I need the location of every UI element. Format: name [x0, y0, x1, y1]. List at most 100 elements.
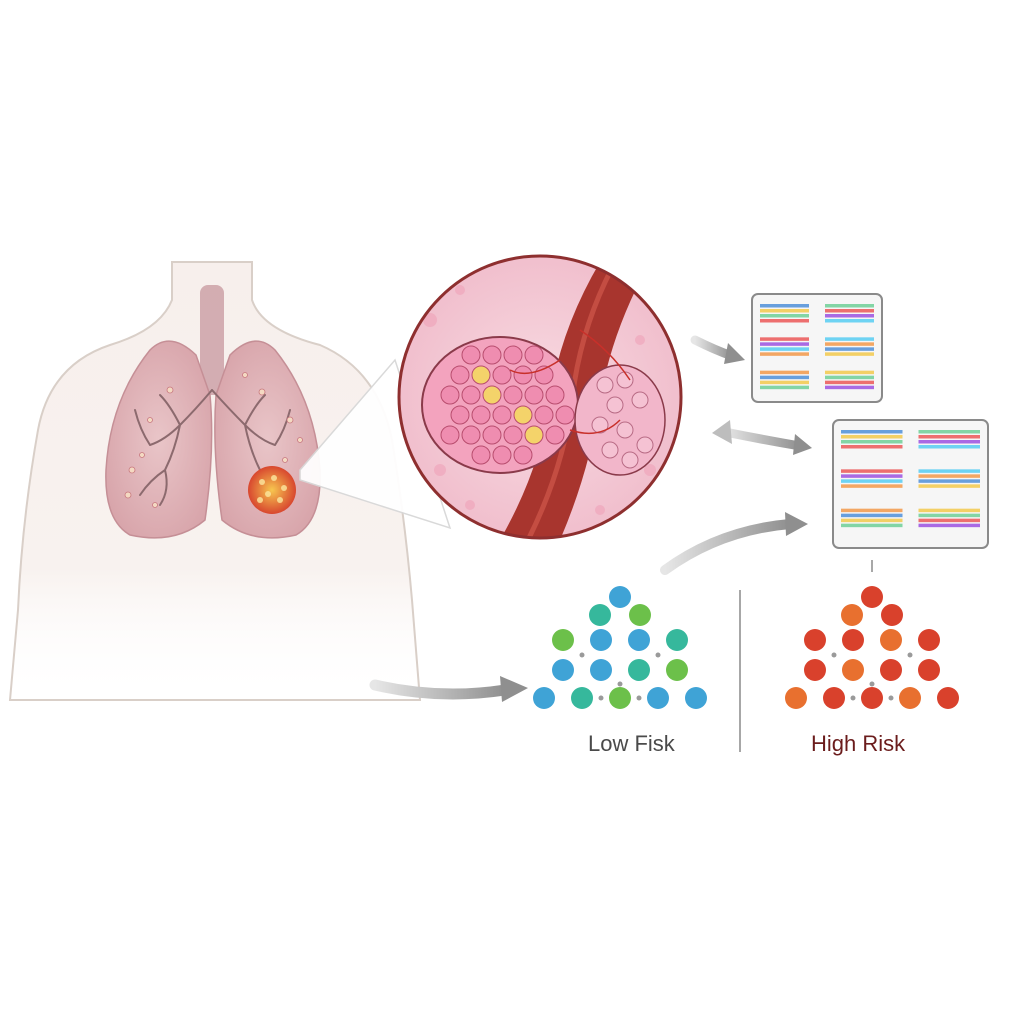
risk-cell	[647, 687, 669, 709]
panel-data-strip	[825, 337, 874, 341]
data-panel-small	[751, 293, 883, 403]
side-cell	[621, 451, 639, 469]
risk-cell	[899, 687, 921, 709]
panel-data-strip	[760, 314, 809, 318]
tumor-cell	[482, 385, 502, 405]
risk-cell	[609, 586, 631, 608]
tumor-cell	[471, 365, 491, 385]
panel-data-strip	[841, 430, 903, 434]
panel-data-strip	[918, 435, 980, 439]
magnification-pointer	[299, 358, 452, 530]
risk-cell	[533, 687, 555, 709]
panel-data-strip	[760, 342, 809, 346]
risk-cell	[629, 604, 651, 626]
panel-data-strip	[760, 375, 809, 380]
panel-data-strip	[918, 474, 980, 478]
panel-data-strip	[760, 370, 809, 375]
side-cell	[596, 376, 614, 394]
risk-cell	[609, 687, 631, 709]
panel-data-strip	[760, 385, 809, 390]
side-cell-cluster	[591, 371, 654, 469]
low-risk-cell-cluster	[533, 586, 707, 709]
side-cell	[601, 441, 619, 459]
panel-data-strip	[825, 347, 874, 351]
risk-cell	[628, 659, 650, 681]
panel-data-strip	[825, 380, 874, 385]
low-risk-label: Low Fisk	[588, 731, 675, 756]
panel-data-strip	[825, 385, 874, 390]
arrow-to-cells	[369, 679, 511, 700]
risk-cell	[804, 659, 826, 681]
risk-cell	[937, 687, 959, 709]
panel-data-strip	[918, 469, 980, 473]
tumor-cell	[482, 425, 502, 445]
risk-cell	[685, 687, 707, 709]
panel-data-strip	[825, 304, 874, 308]
tumor-cell	[492, 365, 512, 385]
risk-cell	[666, 629, 688, 651]
data-panel-icon	[751, 293, 989, 549]
panel-data-strip	[918, 445, 980, 449]
tumor-cell	[492, 405, 512, 425]
tumor-cell	[492, 445, 512, 465]
interstitial-dot	[831, 652, 837, 658]
risk-cell	[590, 629, 612, 651]
side-cell	[636, 436, 654, 454]
risk-cell	[571, 687, 593, 709]
interstitial-dot	[869, 681, 875, 687]
panel-data-strip	[841, 518, 903, 523]
risk-cell	[552, 629, 574, 651]
risk-cell	[823, 687, 845, 709]
high-risk-label: High Risk	[811, 731, 906, 756]
risk-cell	[628, 629, 650, 651]
tumor-cell	[482, 345, 502, 365]
side-cell	[591, 416, 609, 434]
interstitial-dot	[636, 695, 642, 701]
panel-data-strip	[918, 479, 980, 483]
risk-cell	[842, 629, 864, 651]
tumor-cell	[461, 425, 481, 445]
interstitial-dot	[617, 681, 623, 687]
risk-cell	[880, 629, 902, 651]
tumor-cell	[545, 385, 565, 405]
risk-cell	[590, 659, 612, 681]
risk-cell	[552, 659, 574, 681]
tumor-cell	[513, 365, 533, 385]
panel-data-strip	[825, 309, 874, 313]
tumor-cell	[461, 345, 481, 365]
side-cell	[616, 421, 634, 439]
risk-cell	[880, 659, 902, 681]
side-cell	[616, 371, 634, 389]
panel-data-strip	[825, 319, 874, 323]
risk-cell	[861, 586, 883, 608]
tumor-cell	[534, 405, 554, 425]
panel-data-strip	[918, 513, 980, 518]
tumor-cell	[513, 445, 533, 465]
risk-cell	[589, 604, 611, 626]
panel-data-strip	[841, 440, 903, 444]
panel-data-strip	[841, 435, 903, 439]
panel-data-strip	[825, 375, 874, 380]
panel-data-strip	[918, 484, 980, 488]
risk-cell	[785, 687, 807, 709]
panel-data-strip	[825, 314, 874, 318]
interstitial-dot	[655, 652, 661, 658]
panel-data-strip	[918, 508, 980, 513]
data-panel-large	[832, 419, 989, 549]
panel-data-strip	[825, 352, 874, 356]
tumor-cell	[503, 345, 523, 365]
tumor-cell	[513, 405, 533, 425]
panel-data-strip	[841, 523, 903, 528]
tumor-cell	[471, 445, 491, 465]
interstitial-dot	[888, 695, 894, 701]
panel-data-strip	[918, 430, 980, 434]
tumor-cell	[471, 405, 491, 425]
tissue-magnification-icon	[397, 254, 683, 540]
panel-data-strip	[760, 337, 809, 341]
tumor-cell	[503, 385, 523, 405]
risk-cell	[841, 604, 863, 626]
tumor-cell	[545, 425, 565, 445]
arrow-bidirectional	[720, 427, 805, 451]
panel-data-strip	[918, 518, 980, 523]
tumor-icon	[248, 466, 296, 514]
